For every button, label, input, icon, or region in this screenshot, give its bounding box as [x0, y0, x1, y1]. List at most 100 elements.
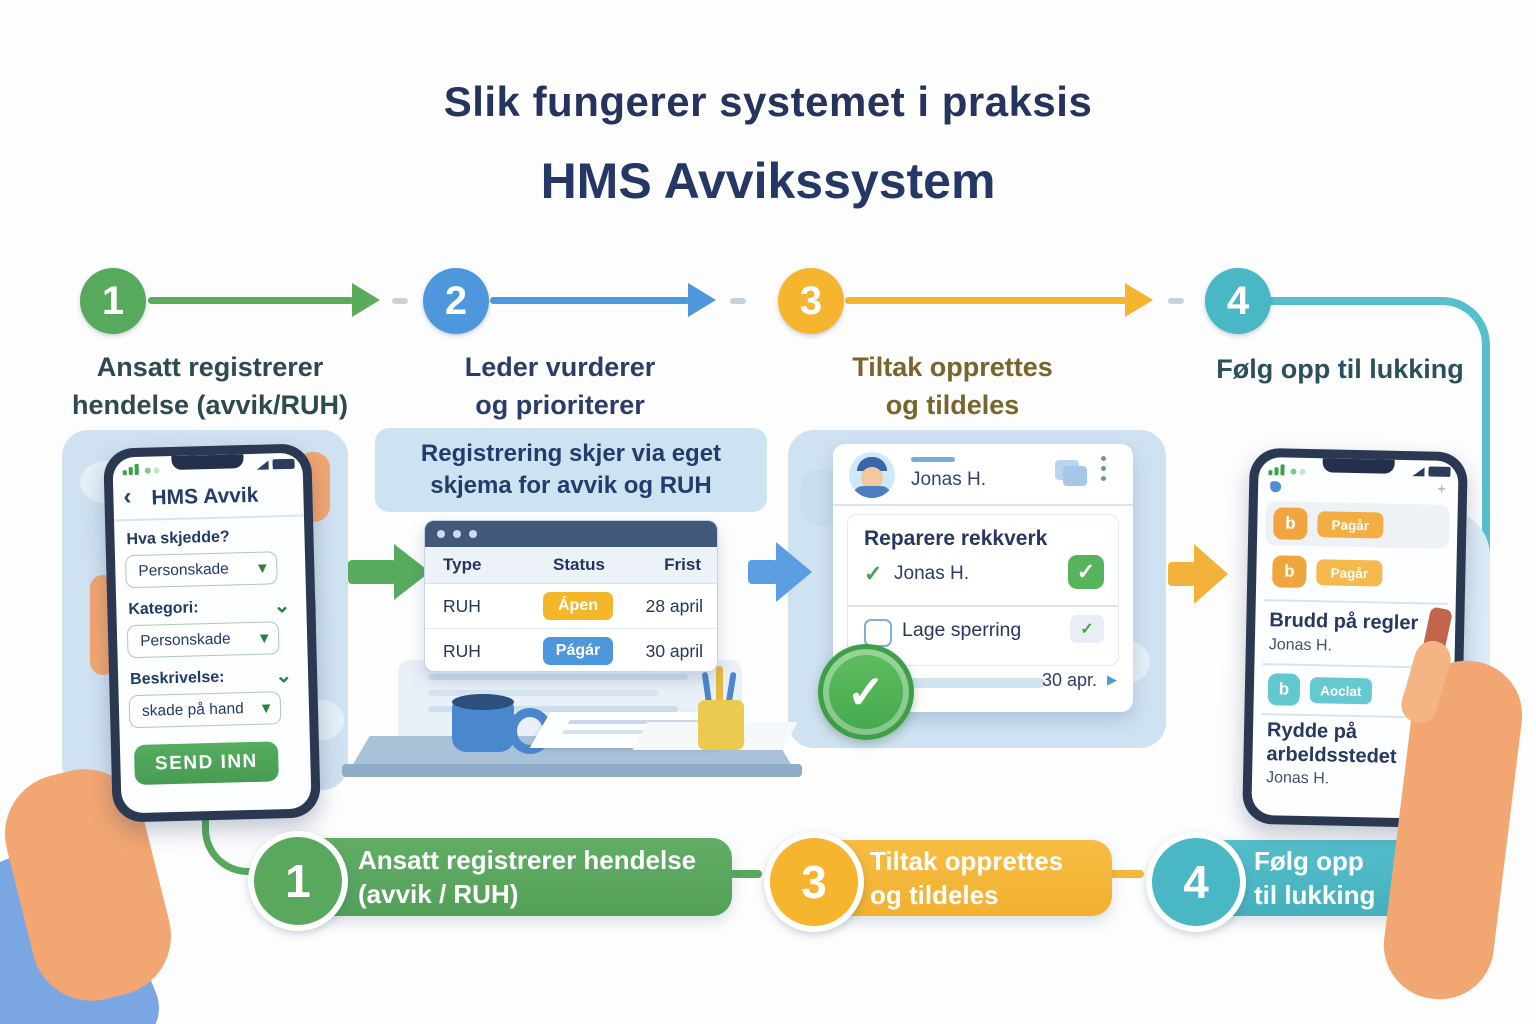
banner-dash-yellow [1108, 870, 1144, 878]
check-icon: ✓ [1080, 621, 1094, 638]
chevron-down-icon[interactable]: ⌄ [275, 664, 293, 688]
phone-1: ‹ HMS Avvik Hva skjedde? Personskade ▾ K… [103, 443, 321, 823]
check-icon: ✓ [846, 666, 886, 718]
field3-value: skade på hand [141, 699, 244, 720]
dash-1 [392, 298, 408, 304]
task-card: Jonas H. Reparere rekkverk ✓ Jonas H. ✓ … [833, 444, 1133, 712]
due-date: 30 apr. [1041, 670, 1097, 690]
step-2-circle: 2 [423, 268, 489, 334]
banner-3-line1: Tiltak opprettes [870, 846, 1064, 876]
plus-icon[interactable]: + [1437, 480, 1447, 498]
task-checkbox-checked[interactable]: ✓ [1068, 555, 1104, 589]
step-4-number: 4 [1226, 278, 1250, 323]
status-badge: Pagår [1316, 559, 1383, 587]
cell-frist: 28 april [645, 596, 703, 616]
cell-type: RUH [443, 596, 481, 616]
step-1-label: Ansatt registrerer hendelse (avvik/RUH) [55, 348, 365, 424]
chevron-down-icon: ▾ [261, 699, 271, 717]
card-owner-name: Jonas H. [911, 469, 986, 490]
step-1-number: 1 [101, 278, 125, 323]
subtask-label: Lage sperring [902, 619, 1022, 641]
banner-4-circle: 4 [1146, 832, 1246, 932]
step-4-circle: 4 [1205, 268, 1271, 334]
status-signal-icon [1268, 463, 1308, 476]
phone-notch [171, 454, 244, 470]
phone-notch [1322, 458, 1395, 474]
banner-3: Tiltak opprettes og tildeles [814, 840, 1112, 916]
kebab-menu-icon[interactable] [1101, 456, 1106, 490]
item1-title: Brudd på regler [1269, 609, 1419, 635]
arrow-step1-head [352, 283, 380, 317]
field2-value: Personskade [139, 630, 231, 650]
banner-3-circle: 3 [764, 832, 864, 932]
step-2-label: Leder vurderer og prioriterer [420, 348, 700, 424]
window-dot [469, 530, 477, 538]
browser-window: Type Status Frist RUH Ápen 28 april RUH … [424, 520, 718, 672]
item-type-icon: b [1272, 555, 1307, 588]
banner-1-circle: 1 [248, 831, 348, 931]
item1-assignee: Jonas H. [1268, 636, 1333, 655]
send-inn-button[interactable]: SEND INN [133, 741, 279, 786]
play-icon[interactable]: ▶ [1107, 672, 1117, 687]
table-header-row: Type Status Frist [425, 547, 717, 584]
status-network-icon [1412, 467, 1425, 477]
back-icon[interactable]: ‹ [123, 483, 132, 511]
status-network-icon [256, 460, 269, 470]
cell-frist: 30 april [645, 641, 703, 661]
desk-edge [342, 764, 802, 777]
chevron-down-icon[interactable]: ⌄ [273, 594, 291, 618]
registration-note-line2: skjema for avvik og RUH [430, 472, 712, 499]
step-3-circle: 3 [778, 268, 844, 334]
flow-arrow-yellow-head [1194, 544, 1228, 604]
coffee-mug-rim [452, 694, 514, 710]
registration-note: Registrering skjer via eget skjema for a… [375, 428, 767, 512]
browser-titlebar [425, 521, 717, 547]
step-3-label-line1: Tiltak opprettes [852, 352, 1053, 382]
step-2-label-line1: Leder vurderer [464, 352, 656, 382]
status-badge: Ápen [543, 592, 613, 620]
completed-check-icon: ✓ [818, 644, 914, 740]
field1-label: Hva skjedde? [126, 528, 230, 549]
table-row[interactable]: RUH Ápen 28 april [425, 584, 717, 629]
window-dot [437, 530, 445, 538]
field2-label: Kategori: [128, 599, 199, 619]
banner-dash-green [726, 870, 762, 878]
col-status: Status [553, 555, 605, 574]
status-badge: Pagår [1317, 511, 1384, 539]
arrow-step2-bar [490, 297, 690, 304]
step-2-label-line2: og prioriterer [475, 390, 645, 420]
b-icon: b [1284, 513, 1296, 533]
status-signal-icon [122, 462, 163, 476]
status-badge: Aoclat [1309, 677, 1373, 705]
field1-select[interactable]: Personskade ▾ [124, 551, 278, 589]
window-dot [453, 530, 461, 538]
pencil-cup-illustration [698, 700, 744, 750]
item2-assignee: Jonas H. [1265, 769, 1330, 788]
divider [833, 504, 1133, 506]
chevron-down-icon: ▾ [258, 559, 267, 577]
dash-2 [730, 298, 746, 304]
registration-note-line1: Registrering skjer via eget [420, 440, 722, 467]
table-row[interactable]: RUH Págár 30 april [425, 629, 717, 671]
subtask-checkbox[interactable] [864, 619, 892, 647]
task-title: Reparere rekkverk [864, 527, 1048, 550]
banner-1-line1: Ansatt registrerer hendelse [358, 845, 697, 875]
subtask-approve-button[interactable]: ✓ [1070, 615, 1104, 643]
app-glyph-icon [1270, 481, 1282, 493]
cell-type: RUH [443, 641, 481, 661]
field2-select[interactable]: Personskade ▾ [126, 621, 280, 659]
field3-input[interactable]: skade på hand ▾ [128, 691, 282, 729]
arrow-step2-head [688, 283, 716, 317]
banner-3-number: 3 [801, 856, 827, 908]
step-1-label-line1: Ansatt registrerer [96, 352, 324, 382]
status-battery-icon [1428, 466, 1451, 477]
b-icon: b [1278, 679, 1290, 699]
step-3-label-line2: og tildeles [885, 390, 1020, 420]
divider [113, 514, 304, 522]
item2-title-line1: Rydde på [1266, 719, 1358, 744]
check-icon: ✓ [864, 561, 883, 586]
divider [1263, 599, 1448, 605]
step-3-label: Tiltak opprettes og tildeles [800, 348, 1105, 424]
field1-value: Personskade [138, 560, 230, 580]
